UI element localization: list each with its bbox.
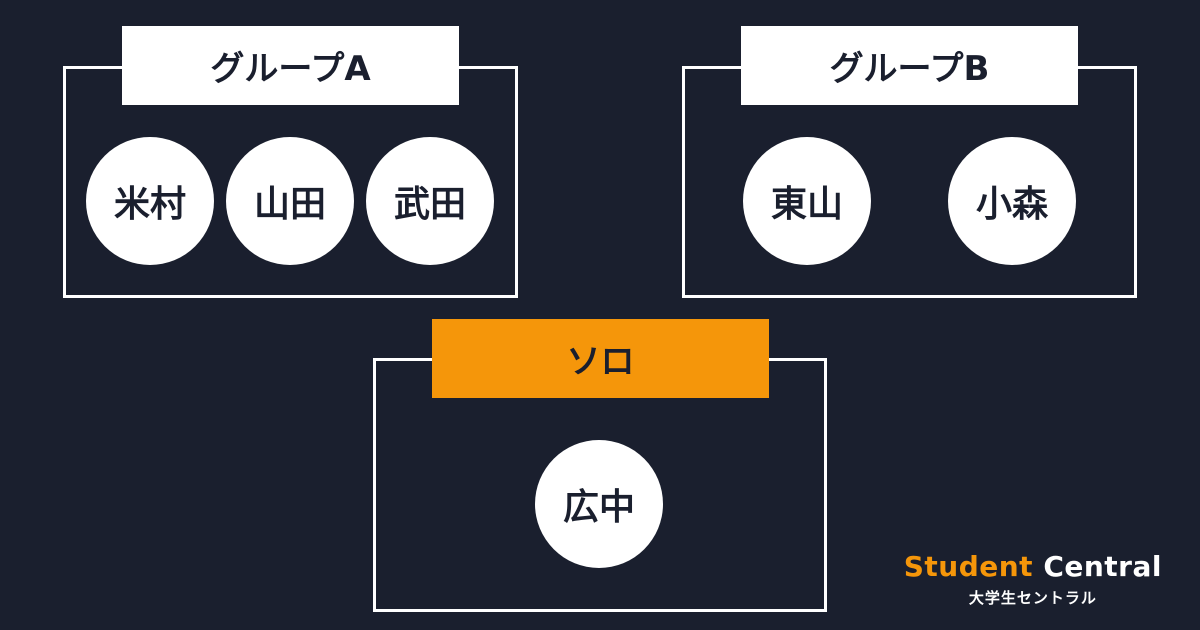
member-circle: 広中 (535, 440, 663, 568)
member-circle: 米村 (86, 137, 214, 265)
group-b-label: グループB (741, 26, 1078, 105)
solo-label: ソロ (432, 319, 769, 398)
member-circle: 小森 (948, 137, 1076, 265)
brand-title: Student Central (904, 550, 1162, 583)
member-circle: 東山 (743, 137, 871, 265)
brand-title-accent: Student (903, 550, 1034, 583)
group-a-label: グループA (122, 26, 459, 105)
member-circle: 山田 (226, 137, 354, 265)
member-circle: 武田 (366, 137, 494, 265)
brand-subtitle: 大学生セントラル (968, 589, 1097, 607)
brand-logo: Student Central 大学生セントラル (904, 550, 1162, 608)
brand-title-rest: Central (1043, 550, 1162, 583)
